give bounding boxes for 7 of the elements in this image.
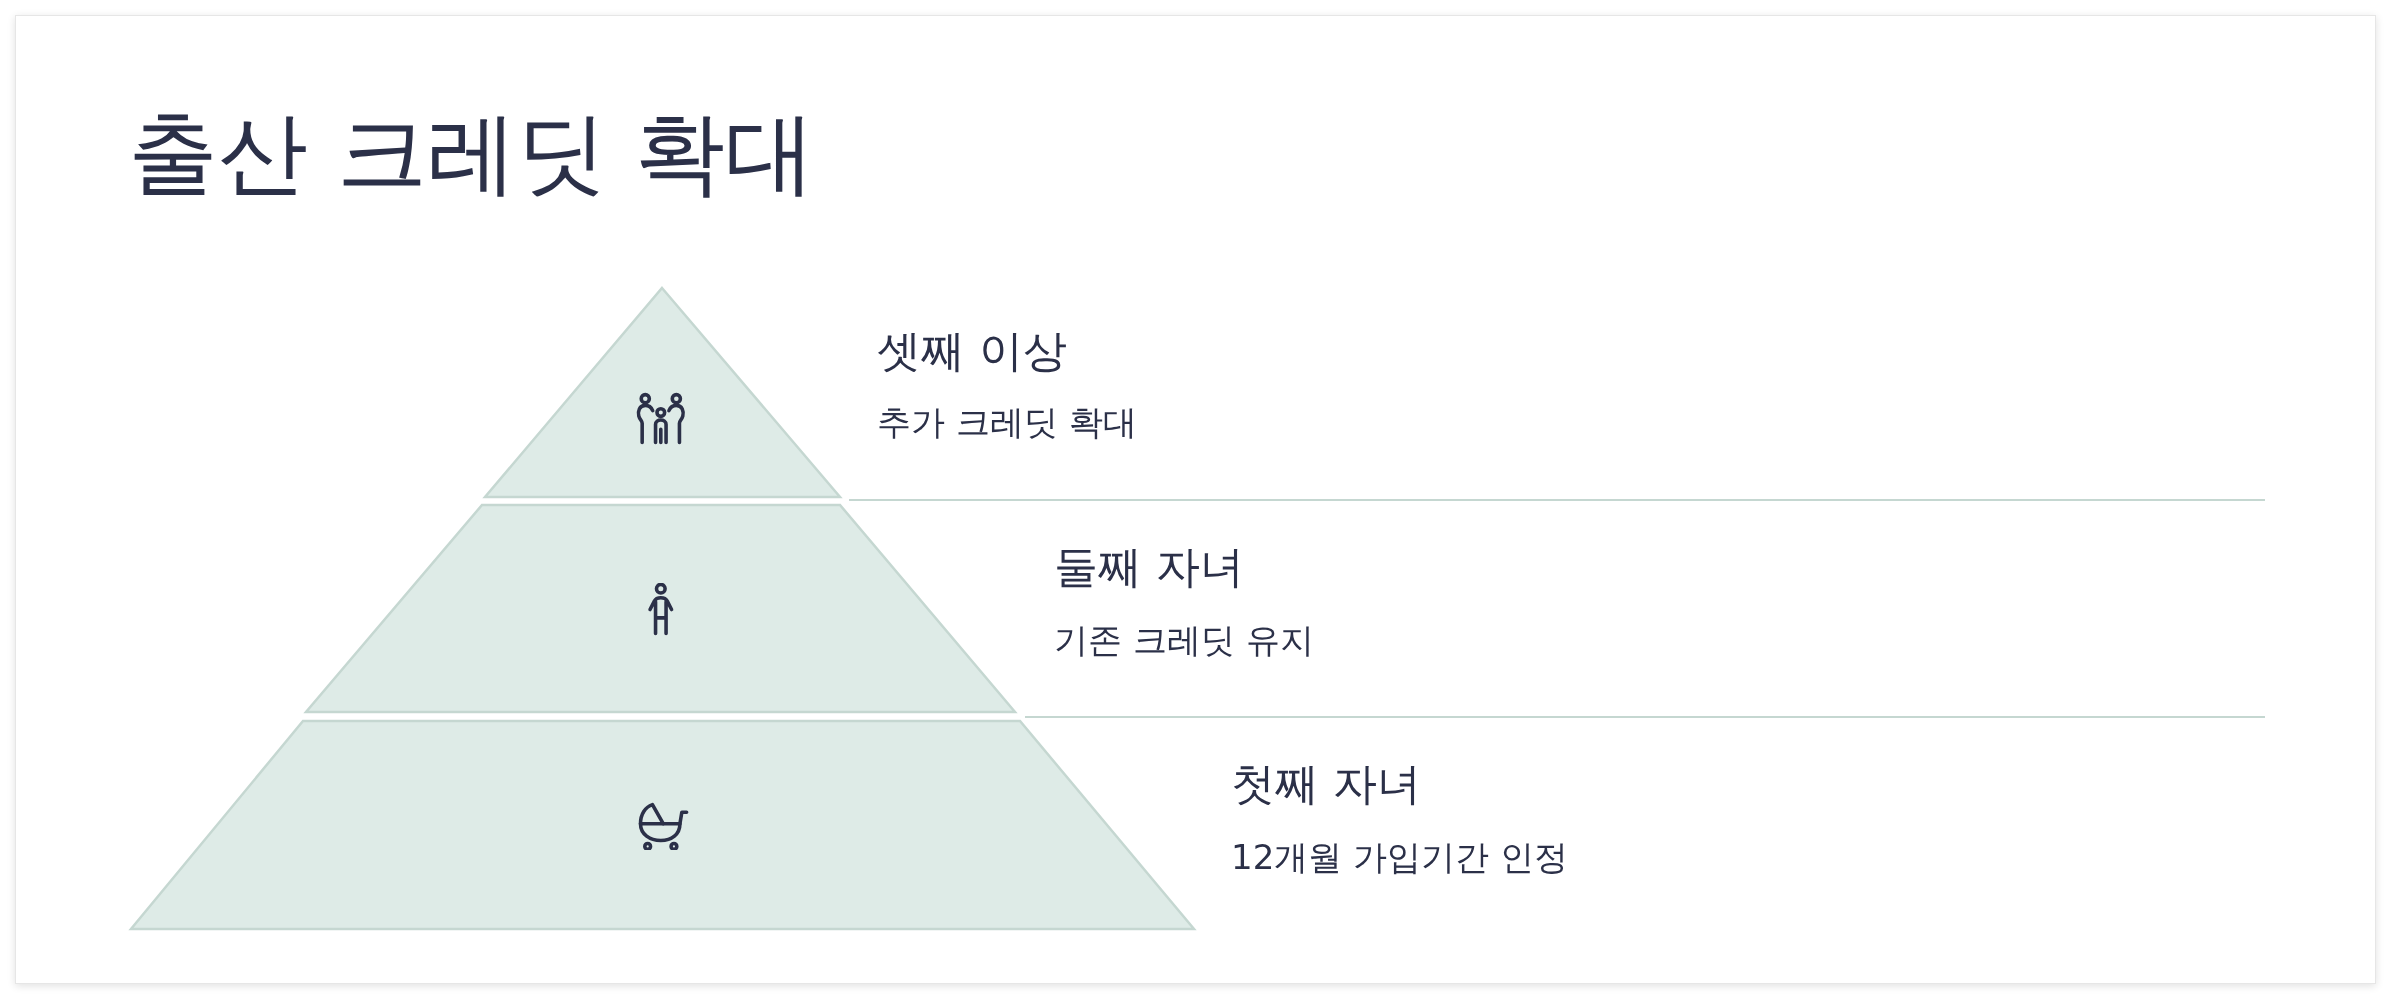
- tier-description: 추가 크레딧 확대: [877, 401, 1137, 443]
- tier-heading: 첫째 자녀: [1231, 757, 1421, 811]
- tier-heading: 둘째 자녀: [1054, 540, 1244, 594]
- tier-description: 기존 크레딧 유지: [1054, 619, 1314, 661]
- tier-heading: 셋째 이상: [877, 324, 1067, 378]
- title: 출산 크레딧 확대: [128, 99, 816, 207]
- tier-description: 12개월 가입기간 인정: [1231, 836, 1568, 878]
